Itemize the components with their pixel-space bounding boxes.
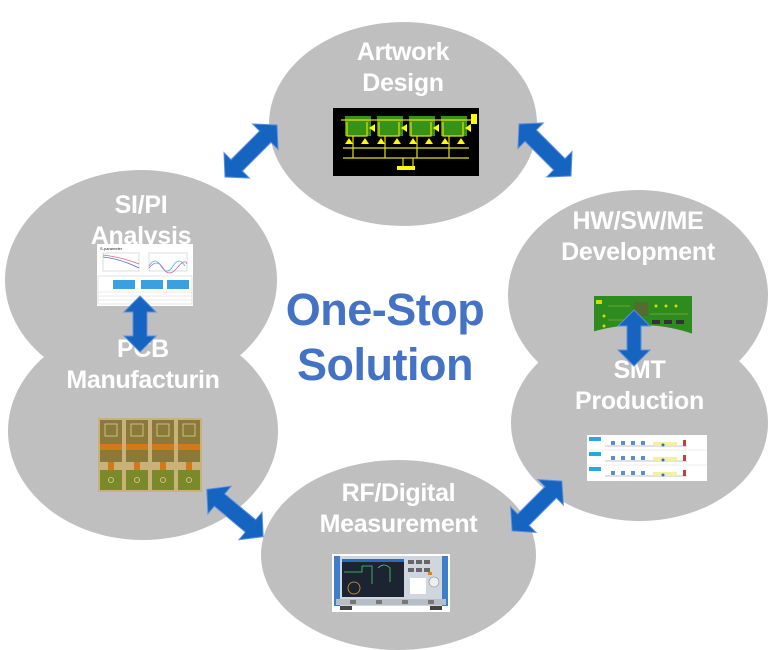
node-label-line1: SI/PI xyxy=(114,191,168,219)
node-label: HW/SW/ME Development xyxy=(508,206,768,268)
arrow-pcb-rf xyxy=(194,475,276,551)
node-label-line1: RF/Digital xyxy=(341,479,456,507)
pcb-artwork-image xyxy=(333,108,479,176)
svg-text:S-parameter: S-parameter xyxy=(100,246,123,251)
arrow-artwork-hw-sw-me xyxy=(505,110,585,190)
node-label-line2: Manufacturin xyxy=(66,366,220,394)
arrow-si-pi-pcb xyxy=(123,295,157,353)
node-label-line2: Development xyxy=(561,238,715,266)
node-label: RF/Digital Measurement xyxy=(261,478,536,540)
node-artwork-design: Artwork Design xyxy=(269,22,537,226)
node-label-line1: HW/SW/ME xyxy=(572,207,704,235)
arrow-smt-rf xyxy=(498,467,576,545)
node-label: SMT Production xyxy=(511,355,768,417)
node-label: Artwork Design xyxy=(269,37,537,99)
arrow-hw-sw-me-smt xyxy=(617,309,651,367)
node-label-line1: Artwork xyxy=(356,38,450,66)
node-label: PCB Manufacturin xyxy=(8,334,278,396)
s-parameter-report-image: S-parameter xyxy=(97,244,193,306)
node-rf-digital-measurement: RF/Digital Measurement xyxy=(261,460,536,650)
node-label-line2: Design xyxy=(362,69,444,97)
smt-line-diagram-image xyxy=(587,435,707,481)
center-title-line1: One-Stop xyxy=(285,284,485,335)
node-label-line2: Production xyxy=(575,387,704,415)
rigid-flex-pcb-image xyxy=(98,418,202,492)
node-label-line2: Measurement xyxy=(319,510,478,538)
arrow-artwork-si-pi xyxy=(211,111,291,191)
network-analyzer-image xyxy=(332,554,450,612)
center-title: One-Stop Solution xyxy=(260,282,510,392)
center-title-line2: Solution xyxy=(297,339,473,390)
